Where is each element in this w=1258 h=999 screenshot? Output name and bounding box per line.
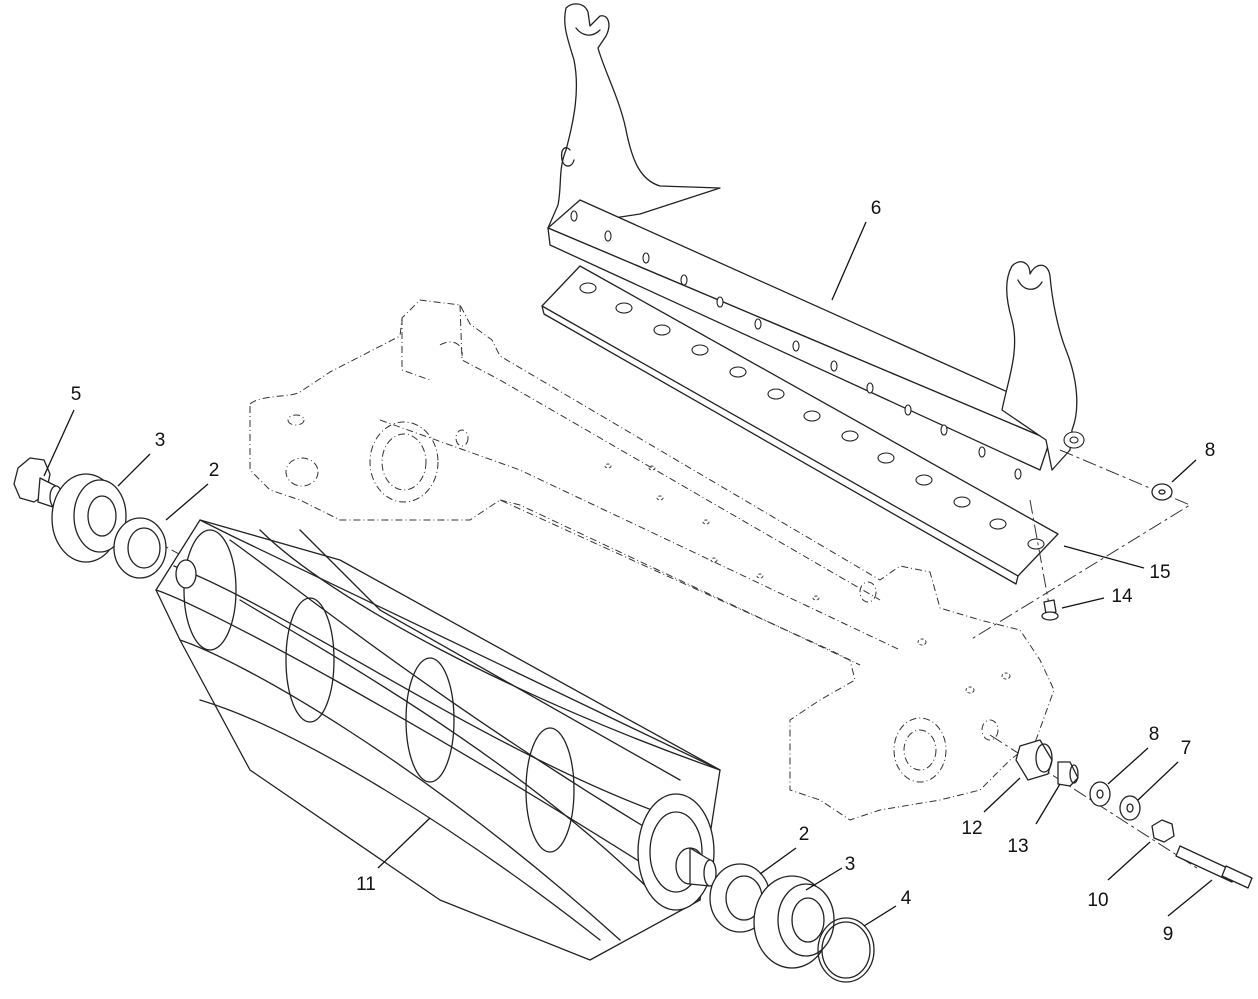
washer-a [1089,781,1111,807]
callout-5: 5 [71,384,82,405]
callout-3: 3 [155,430,166,451]
callout-9: 9 [1163,924,1174,945]
hex-nut [1151,819,1175,843]
bedknife [541,265,1059,585]
callout-8: 8 [1205,440,1216,461]
callout-10: 10 [1087,890,1108,911]
top-washer [1151,483,1173,501]
callout-2: 2 [799,824,810,845]
callout-15: 15 [1149,562,1170,583]
leader-lines [43,221,1213,927]
bedknife-holes [579,282,1045,550]
callout-12: 12 [961,818,982,839]
left-seal [113,517,167,579]
bracket-holes [570,210,1022,480]
bedknife-screw [1041,599,1059,621]
mounting-bracket [547,3,1085,480]
callout-labels: 5 3 2 6 8 15 14 8 7 12 13 10 9 11 2 3 4 [71,198,1216,945]
cutting-unit-frame-ghost [249,299,1055,821]
o-ring [817,917,875,983]
callout-2: 2 [209,460,220,481]
callout-4: 4 [901,888,912,909]
spacer [1057,761,1079,787]
left-bearing [51,473,127,563]
callout-8: 8 [1149,724,1160,745]
bushing [1015,739,1053,781]
washer-b [1119,795,1141,821]
callout-7: 7 [1181,738,1192,759]
callout-11: 11 [356,874,376,895]
callout-3: 3 [845,854,856,875]
callout-14: 14 [1111,586,1133,607]
reel-assembly [155,519,721,961]
callout-13: 13 [1007,836,1028,857]
adjuster-screw [1175,845,1253,889]
callout-6: 6 [871,198,882,219]
frame-holes [604,463,1011,694]
